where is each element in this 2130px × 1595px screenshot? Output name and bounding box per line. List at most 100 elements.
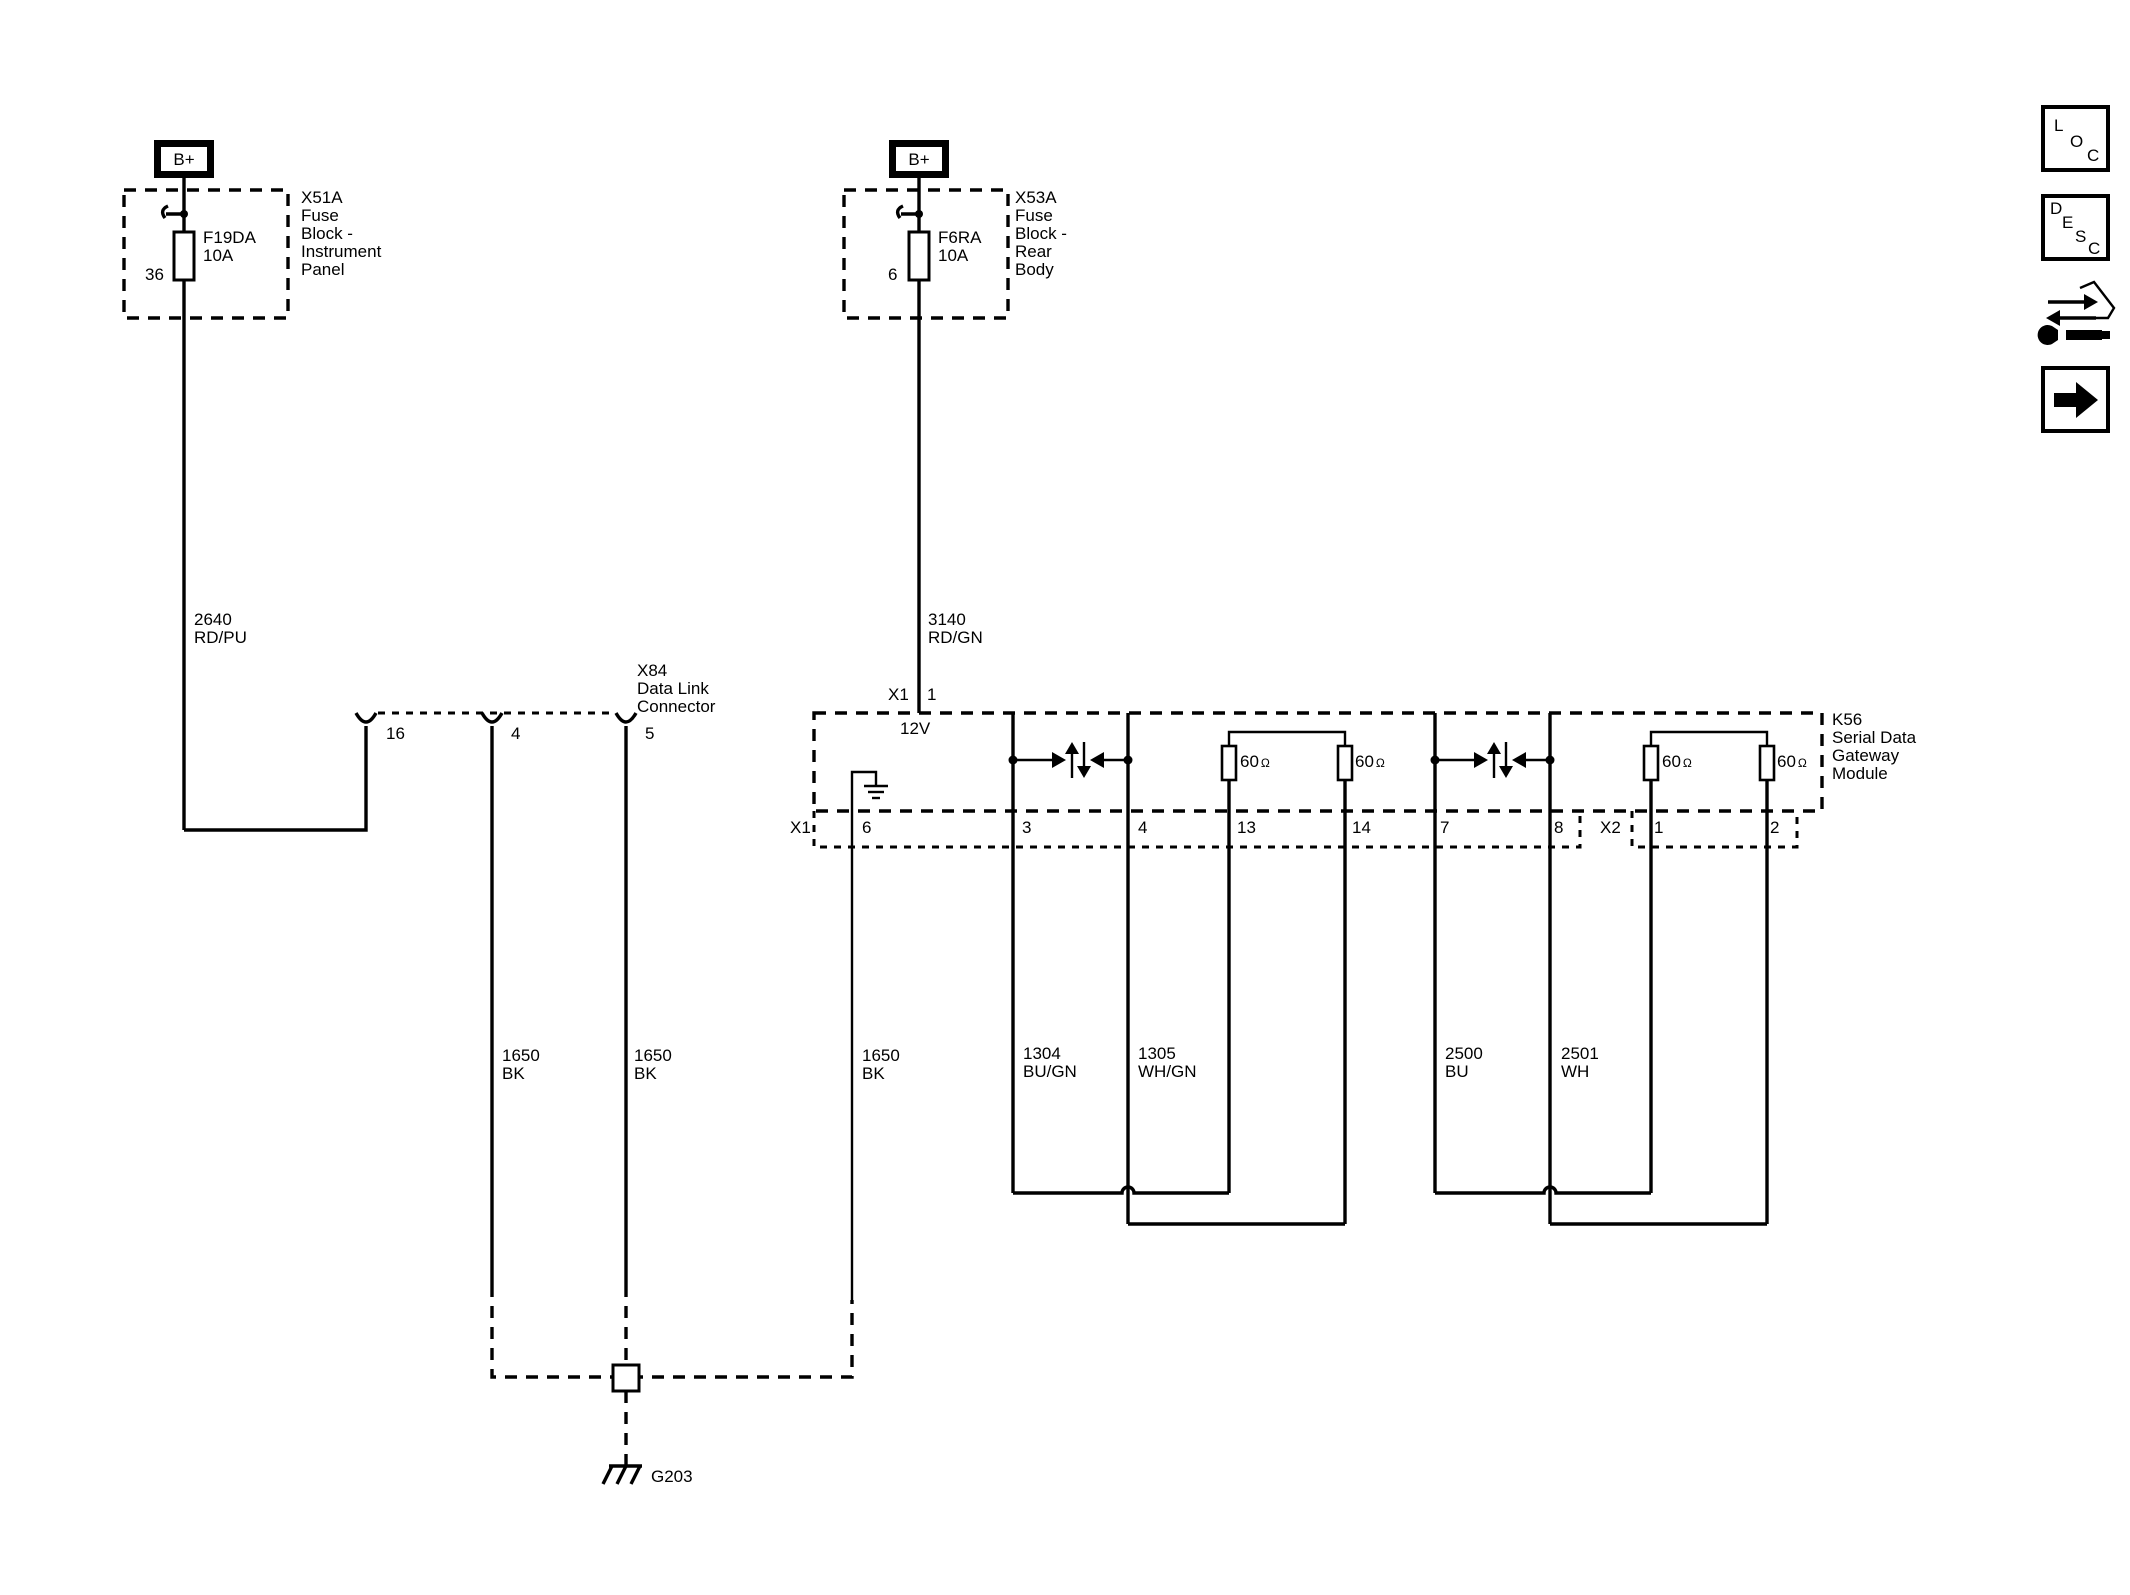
gateway-pin3-label: 3	[1022, 818, 1031, 837]
dlc-x84-line2: Connector	[637, 697, 716, 716]
description-button[interactable]: D E S C	[2041, 194, 2110, 261]
gateway-voltage-label: 12V	[900, 719, 931, 738]
gateway-pin1-label: 1	[927, 685, 936, 704]
fuse-x53a-pin: 6	[888, 265, 897, 284]
wire-1304-color: BU/GN	[1023, 1062, 1077, 1081]
termination-resistor-1	[1220, 744, 1238, 782]
gateway-k56-id: K56	[1832, 710, 1862, 729]
loc-letter-o: O	[2070, 132, 2083, 151]
gateway-x2-connector	[1630, 811, 1799, 849]
gateway-x2-pin2-label: 2	[1770, 818, 1779, 837]
gateway-pin8-label: 8	[1554, 818, 1563, 837]
wire-1304-circuit: 1304	[1023, 1044, 1061, 1063]
gateway-k56-outline	[812, 711, 1824, 813]
wire-2501-circuit: 2501	[1561, 1044, 1599, 1063]
gateway-pin4-label: 4	[1138, 818, 1147, 837]
wire-3140-color: RD/GN	[928, 628, 983, 647]
dlc-pin5-terminal	[614, 712, 638, 724]
gateway-internal-ground-wire	[850, 770, 878, 1300]
desc-letter-s: S	[2075, 227, 2086, 246]
gateway-k56-line2: Gateway	[1832, 746, 1900, 765]
power-symbol-right: B+	[908, 150, 929, 169]
dlc-pin4-terminal	[480, 712, 504, 724]
desc-letter-c: C	[2088, 239, 2100, 258]
harness-loop-2500	[1435, 1185, 1651, 1195]
gateway-x1-label-top: X1	[888, 685, 909, 704]
wire-1650a-circuit: 1650	[502, 1046, 540, 1065]
fuse-block-x53a-line4: Body	[1015, 260, 1054, 279]
wire-3140-circuit: 3140	[928, 610, 966, 629]
fuse-block-x53a-line2: Block -	[1015, 224, 1067, 243]
wire-2500-circuit: 2500	[1445, 1044, 1483, 1063]
desc-letter-d: D	[2050, 199, 2062, 218]
dlc-pin4-label: 4	[511, 724, 520, 743]
termination-resistor-4	[1758, 744, 1776, 782]
wire-2501-color: WH	[1561, 1062, 1589, 1081]
transceiver-2	[1430, 742, 1555, 778]
wire-1650b-color: BK	[634, 1064, 657, 1083]
dlc-x84-line1: Data Link	[637, 679, 709, 698]
location-button[interactable]: L O C	[2041, 105, 2110, 172]
gateway-pin14-label: 14	[1352, 818, 1371, 837]
termination-resistor-3	[1642, 744, 1660, 782]
fuse-block-x53a-line1: Fuse	[1015, 206, 1053, 225]
gateway-pin7-label: 7	[1440, 818, 1449, 837]
wire-1305-circuit: 1305	[1138, 1044, 1176, 1063]
harness-loop-1304	[1013, 1185, 1229, 1195]
dlc-pin16-label: 16	[386, 724, 405, 743]
transceiver-1	[1008, 742, 1133, 778]
wire-2640-color: RD/PU	[194, 628, 247, 647]
gateway-pin6-label: 6	[862, 818, 871, 837]
gateway-k56-line1: Serial Data	[1832, 728, 1917, 747]
fuse-block-x51a-line4: Panel	[301, 260, 344, 279]
arrow-right-icon	[2054, 393, 2078, 407]
dlc-pin5-label: 5	[645, 724, 654, 743]
fuse-f6ra-rating: 10A	[938, 246, 969, 265]
gateway-x1-connector	[812, 811, 1582, 849]
fuse-f19da-name: F19DA	[203, 228, 257, 247]
fuse-f6ra	[907, 230, 931, 282]
dlc-pin16-terminal	[354, 712, 378, 724]
loc-letter-l: L	[2054, 116, 2063, 135]
wire-2640-circuit: 2640	[194, 610, 232, 629]
fuse-f19da	[172, 230, 196, 282]
wire-1650b-circuit: 1650	[634, 1046, 672, 1065]
ground-splice-pack	[611, 1363, 641, 1393]
fuse-block-x51a-line2: Block -	[301, 224, 353, 243]
wire-1650c-color: BK	[862, 1064, 885, 1083]
ground-g203-symbol	[601, 1464, 642, 1485]
ground-splice-path	[490, 1285, 854, 1379]
fuse-f19da-rating: 10A	[203, 246, 234, 265]
fuse-block-x51a-line3: Instrument	[301, 242, 382, 261]
wire-1650a-color: BK	[502, 1064, 525, 1083]
gateway-k56-line3: Module	[1832, 764, 1888, 783]
fuse-x51a-pin: 36	[145, 265, 164, 284]
desc-letter-e: E	[2062, 213, 2073, 232]
next-page-arrow-button[interactable]	[2041, 366, 2110, 433]
fuse-f6ra-name: F6RA	[938, 228, 982, 247]
gateway-x2-pin1-label: 1	[1654, 818, 1663, 837]
wire-1305-color: WH/GN	[1138, 1062, 1197, 1081]
wire-2500-color: BU	[1445, 1062, 1469, 1081]
fuse-block-x51a-line1: Fuse	[301, 206, 339, 225]
battery-positive-right: B+	[889, 140, 949, 178]
fuse-block-x51a-id: X51A	[301, 188, 343, 207]
gateway-internal-ground-icon	[864, 784, 888, 800]
dlc-x84-id: X84	[637, 661, 667, 680]
termination-resistor-2	[1336, 744, 1354, 782]
ground-g203-id: G203	[651, 1467, 693, 1486]
fuse-block-x53a-line3: Rear	[1015, 242, 1052, 261]
diagnostic-connector-wrench-icon[interactable]	[2037, 280, 2116, 346]
battery-positive-left: B+	[154, 140, 214, 178]
fuse-block-x53a-id: X53A	[1015, 188, 1057, 207]
power-symbol-left: B+	[173, 150, 194, 169]
loc-letter-c: C	[2087, 146, 2099, 165]
wire-1650c-circuit: 1650	[862, 1046, 900, 1065]
gateway-x2-label: X2	[1600, 818, 1621, 837]
gateway-pin13-label: 13	[1237, 818, 1256, 837]
